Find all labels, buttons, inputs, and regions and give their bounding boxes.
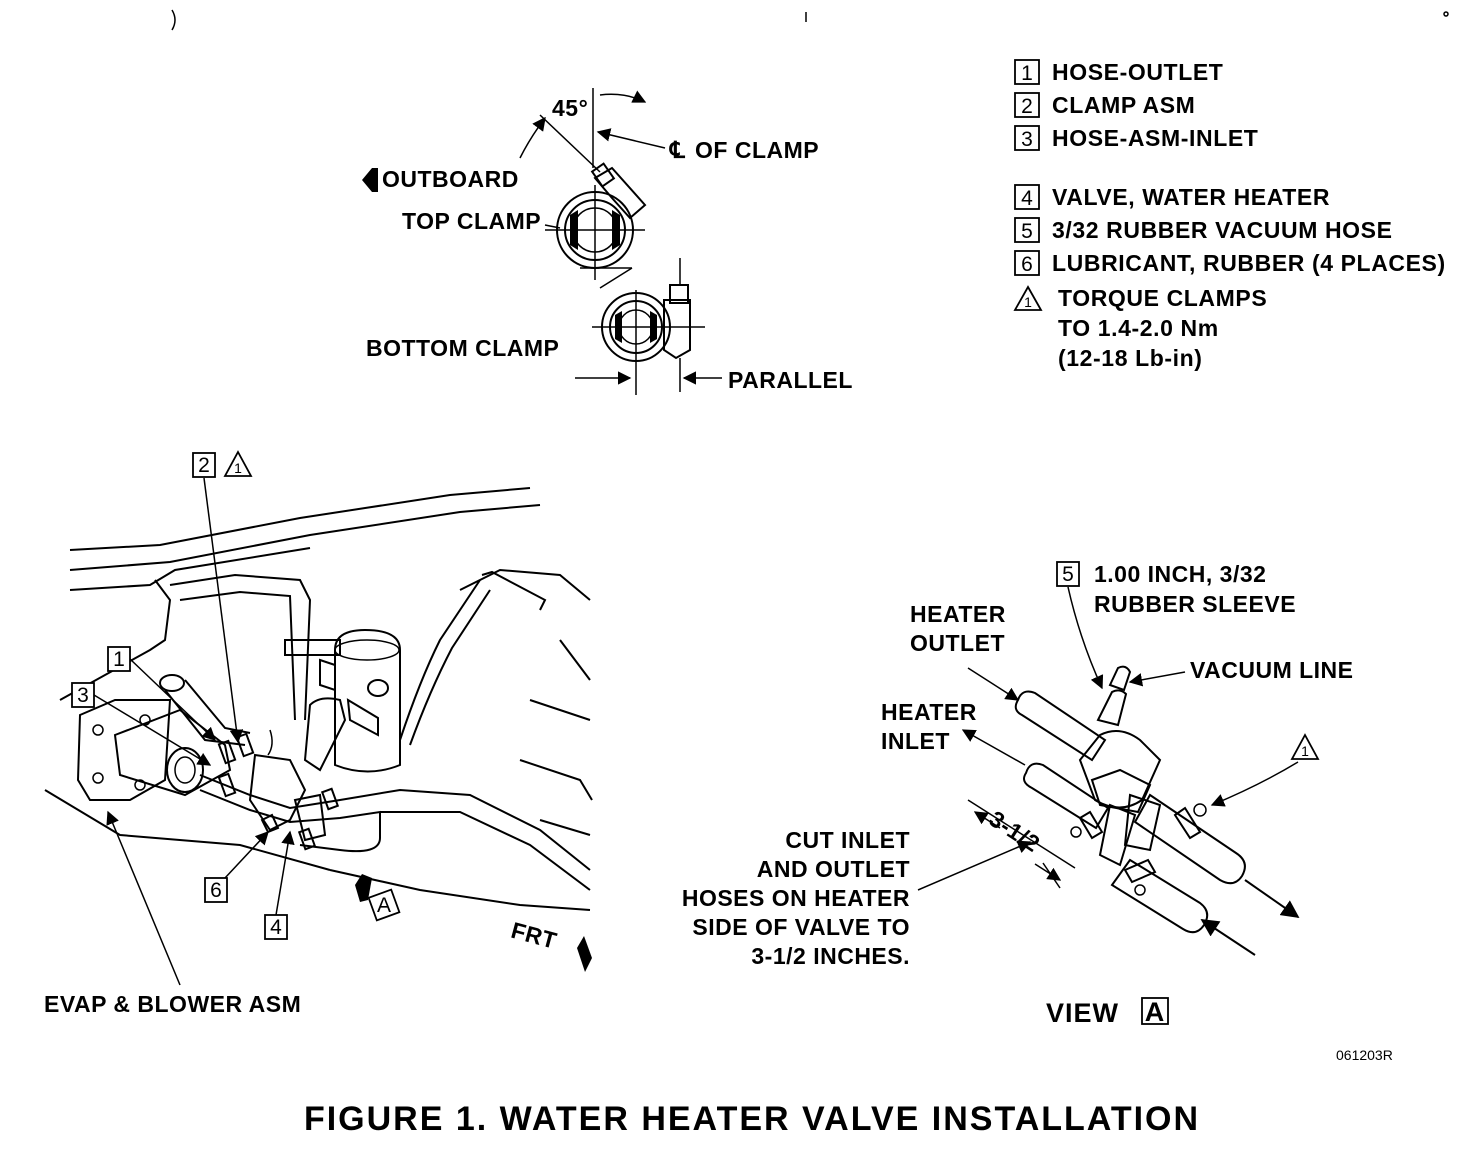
cut-note-line: 3-1/2 INCHES.: [751, 943, 910, 969]
sleeve-label-line: 1.00 INCH, 3/32: [1094, 561, 1266, 587]
legend-text: HOSE-OUTLET: [1052, 59, 1223, 85]
svg-text:1: 1: [113, 648, 125, 671]
view-a-hoses: [1014, 665, 1246, 934]
callout-1: 1: [107, 646, 216, 741]
bottom-clamp-label: BOTTOM CLAMP: [366, 335, 559, 361]
front-arrow-icon: [577, 936, 592, 972]
legend-text: VALVE, WATER HEATER: [1052, 184, 1330, 210]
clamp-detail: 45° ℄ OF CLAMP OUTBOARD TOP CLAMP: [362, 88, 853, 395]
parallel-label: PARALLEL: [728, 367, 853, 393]
evap-blower-label: EVAP & BLOWER ASM: [44, 991, 301, 1017]
bottom-clamp-drawing: [592, 258, 705, 395]
callout-3: 3: [71, 682, 212, 766]
heater-outlet-label: HEATER: [910, 601, 1006, 627]
evap-blower-housing: [76, 699, 232, 801]
figure-caption: FIGURE 1. WATER HEATER VALVE INSTALLATIO…: [304, 1100, 1200, 1138]
svg-text:5: 5: [1062, 563, 1074, 586]
callout-6: 6: [204, 831, 269, 903]
svg-text:1: 1: [234, 460, 242, 476]
legend-key: 6: [1021, 253, 1033, 276]
outboard-label: OUTBOARD: [382, 166, 519, 192]
legend-text: CLAMP ASM: [1052, 92, 1195, 118]
svg-text:6: 6: [210, 879, 222, 902]
view-a-title: VIEW: [1046, 998, 1119, 1028]
centerline-symbol: ℄: [669, 137, 686, 163]
svg-text:1: 1: [1024, 294, 1032, 310]
front-indicator: FRT: [508, 917, 592, 972]
view-a-detail: 5 1.00 INCH, 3/32 RUBBER SLEEVE VACUUM L…: [682, 561, 1354, 1028]
legend-key: 2: [1021, 95, 1033, 118]
svg-text:4: 4: [270, 916, 282, 939]
legend-item-5: 5 3/32 RUBBER VACUUM HOSE: [1014, 217, 1393, 243]
svg-text:A: A: [377, 894, 391, 917]
legend-text: HOSE-ASM-INLET: [1052, 125, 1258, 151]
legend-key: 1: [1021, 62, 1033, 85]
svg-text:2: 2: [198, 454, 210, 477]
heater-outlet-label: OUTLET: [910, 630, 1005, 656]
vacuum-line-label: VACUUM LINE: [1190, 657, 1354, 683]
svg-text:1: 1: [1301, 743, 1309, 759]
cut-note-line: SIDE OF VALVE TO: [692, 914, 910, 940]
figure-code: 061203R: [1336, 1047, 1393, 1063]
legend: 1 HOSE-OUTLET 2 CLAMP ASM 3 HOSE-ASM-INL…: [1013, 59, 1446, 371]
frt-label: FRT: [508, 917, 559, 954]
legend-key: 3: [1021, 128, 1033, 151]
svg-text:3: 3: [77, 684, 89, 707]
torque-note-line: TO 1.4-2.0 Nm: [1058, 315, 1219, 341]
view-a-reference: A: [355, 874, 401, 922]
heater-hoses: [159, 674, 591, 891]
legend-item-6: 6 LUBRICANT, RUBBER (4 PLACES): [1014, 250, 1446, 276]
legend-key: 5: [1021, 220, 1033, 243]
cut-note-line: CUT INLET: [785, 827, 910, 853]
top-clamp-label: TOP CLAMP: [402, 208, 541, 234]
top-clamp-drawing: [545, 162, 647, 289]
torque-triangle-icon: [1013, 285, 1043, 311]
angle-label: 45°: [552, 95, 588, 121]
outboard-arrow-icon: [362, 168, 378, 192]
legend-text: LUBRICANT, RUBBER (4 PLACES): [1052, 250, 1446, 276]
engine-bay-view: 2 1 1 3 6 4 A: [44, 450, 593, 1017]
legend-key: 4: [1021, 187, 1033, 210]
accumulator: [284, 628, 401, 773]
heater-inlet-label: HEATER: [881, 699, 977, 725]
legend-item-2: 2 CLAMP ASM: [1014, 92, 1195, 118]
legend-item-3: 3 HOSE-ASM-INLET: [1014, 125, 1258, 151]
view-a-ref: A: [1145, 997, 1166, 1027]
callout-2: 2 1: [192, 450, 253, 744]
centerline-label: OF CLAMP: [695, 137, 819, 163]
legend-item-1: 1 HOSE-OUTLET: [1014, 59, 1223, 85]
sleeve-label-line: RUBBER SLEEVE: [1094, 591, 1296, 617]
torque-note-line: TORQUE CLAMPS: [1058, 285, 1267, 311]
torque-note-line: (12-18 Lb-in): [1058, 345, 1203, 371]
heater-inlet-label: INLET: [881, 728, 950, 754]
cut-note-line: AND OUTLET: [757, 856, 910, 882]
cut-note-line: HOSES ON HEATER: [682, 885, 910, 911]
legend-text: 3/32 RUBBER VACUUM HOSE: [1052, 217, 1393, 243]
torque-note: 1 TORQUE CLAMPS TO 1.4-2.0 Nm (12-18 Lb-…: [1013, 285, 1267, 371]
view-arrow-icon: [355, 874, 372, 902]
callout-4: 4: [264, 830, 295, 940]
legend-item-4: 4 VALVE, WATER HEATER: [1014, 184, 1330, 210]
